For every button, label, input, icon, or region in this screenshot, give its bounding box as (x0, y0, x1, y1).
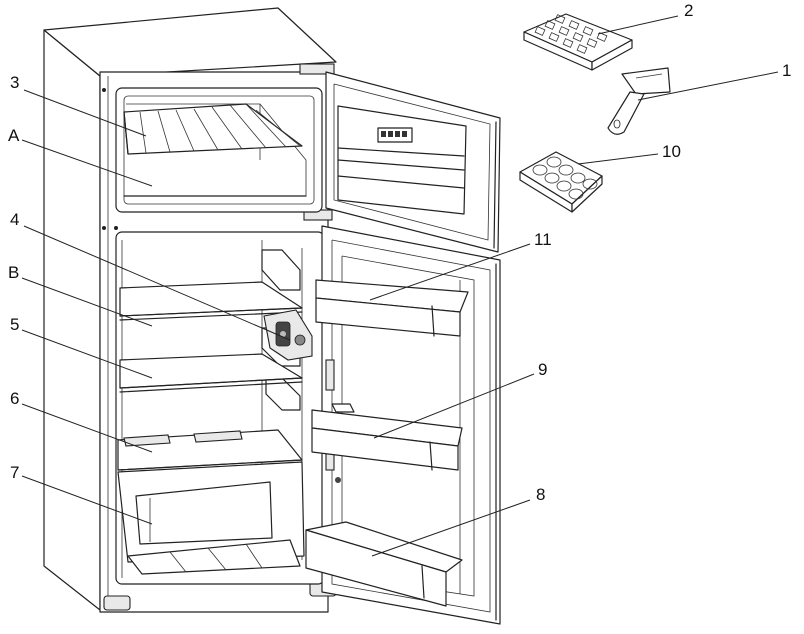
glass-shelf-5 (119, 353, 303, 393)
fridge-compartment (115, 231, 325, 585)
door-shelf-middle (311, 403, 463, 471)
egg-tray (519, 151, 603, 213)
door-label-squares (381, 131, 407, 137)
callout-7: 7 (10, 463, 19, 482)
callout-11: 11 (534, 230, 552, 249)
crisper-drawer (117, 461, 305, 575)
freezer-wire-shelf (123, 103, 303, 155)
callout-3: 3 (10, 73, 19, 92)
leader-lines (21, 15, 779, 557)
freezer-door (325, 71, 501, 253)
crisper-cover-shelf (117, 429, 303, 471)
callout-10: 10 (662, 142, 681, 161)
ice-scraper (607, 67, 671, 135)
door-shelf-upper (315, 279, 469, 337)
callout-1: 1 (782, 61, 791, 80)
callout-9: 9 (538, 360, 547, 379)
ice-cube-tray (523, 13, 633, 71)
door-bottle-shelf (305, 521, 463, 607)
callout-5: 5 (10, 315, 19, 334)
callout-2: 2 (684, 1, 693, 20)
callout-b: B (8, 263, 19, 282)
callout-8: 8 (536, 485, 545, 504)
callout-4: 4 (10, 210, 19, 229)
fridge-door (305, 225, 501, 625)
freezer-compartment (115, 87, 323, 213)
callout-a: A (8, 126, 20, 145)
callout-6: 6 (10, 389, 19, 408)
callout-labels: 3 A 4 B 5 6 7 2 1 10 11 9 8 (8, 1, 791, 504)
glass-shelf-b (119, 281, 303, 321)
